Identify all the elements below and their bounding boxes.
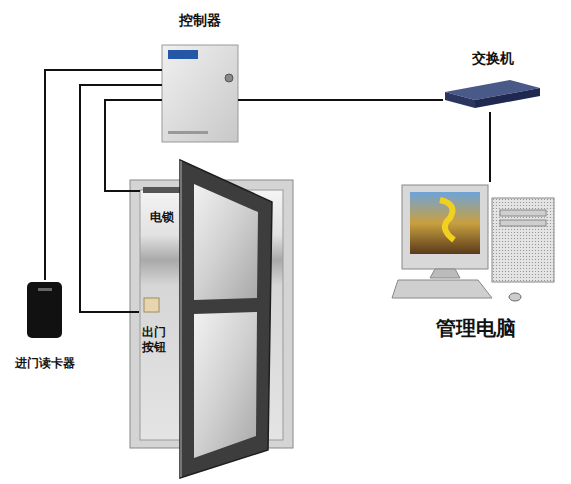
node-label: 出门 按钮	[142, 325, 166, 353]
computer	[392, 185, 554, 301]
wire	[80, 85, 162, 312]
card-reader	[27, 282, 62, 338]
exit-button	[144, 298, 159, 312]
wire	[105, 100, 162, 191]
lock-node: 电锁	[140, 184, 184, 224]
controller-box	[162, 45, 238, 142]
wire	[45, 70, 162, 280]
exit-button-node: 出门 按钮	[139, 296, 169, 354]
door-leaf	[180, 160, 272, 478]
controller-node: 控制器	[162, 12, 238, 142]
node-label: 控制器	[179, 12, 221, 28]
network-switch	[445, 80, 540, 108]
wire	[238, 99, 443, 101]
card-reader-node: 进门读卡器	[12, 280, 78, 370]
node-label: 交换机	[472, 50, 514, 66]
node-label: 电锁	[150, 210, 174, 224]
node-label: 管理电脑	[436, 316, 516, 340]
switch-node: 交换机	[443, 50, 543, 112]
node-label: 进门读卡器	[15, 356, 75, 370]
lock-bar	[143, 187, 183, 193]
computer-node: 管理电脑	[392, 182, 560, 340]
wire	[489, 112, 491, 182]
